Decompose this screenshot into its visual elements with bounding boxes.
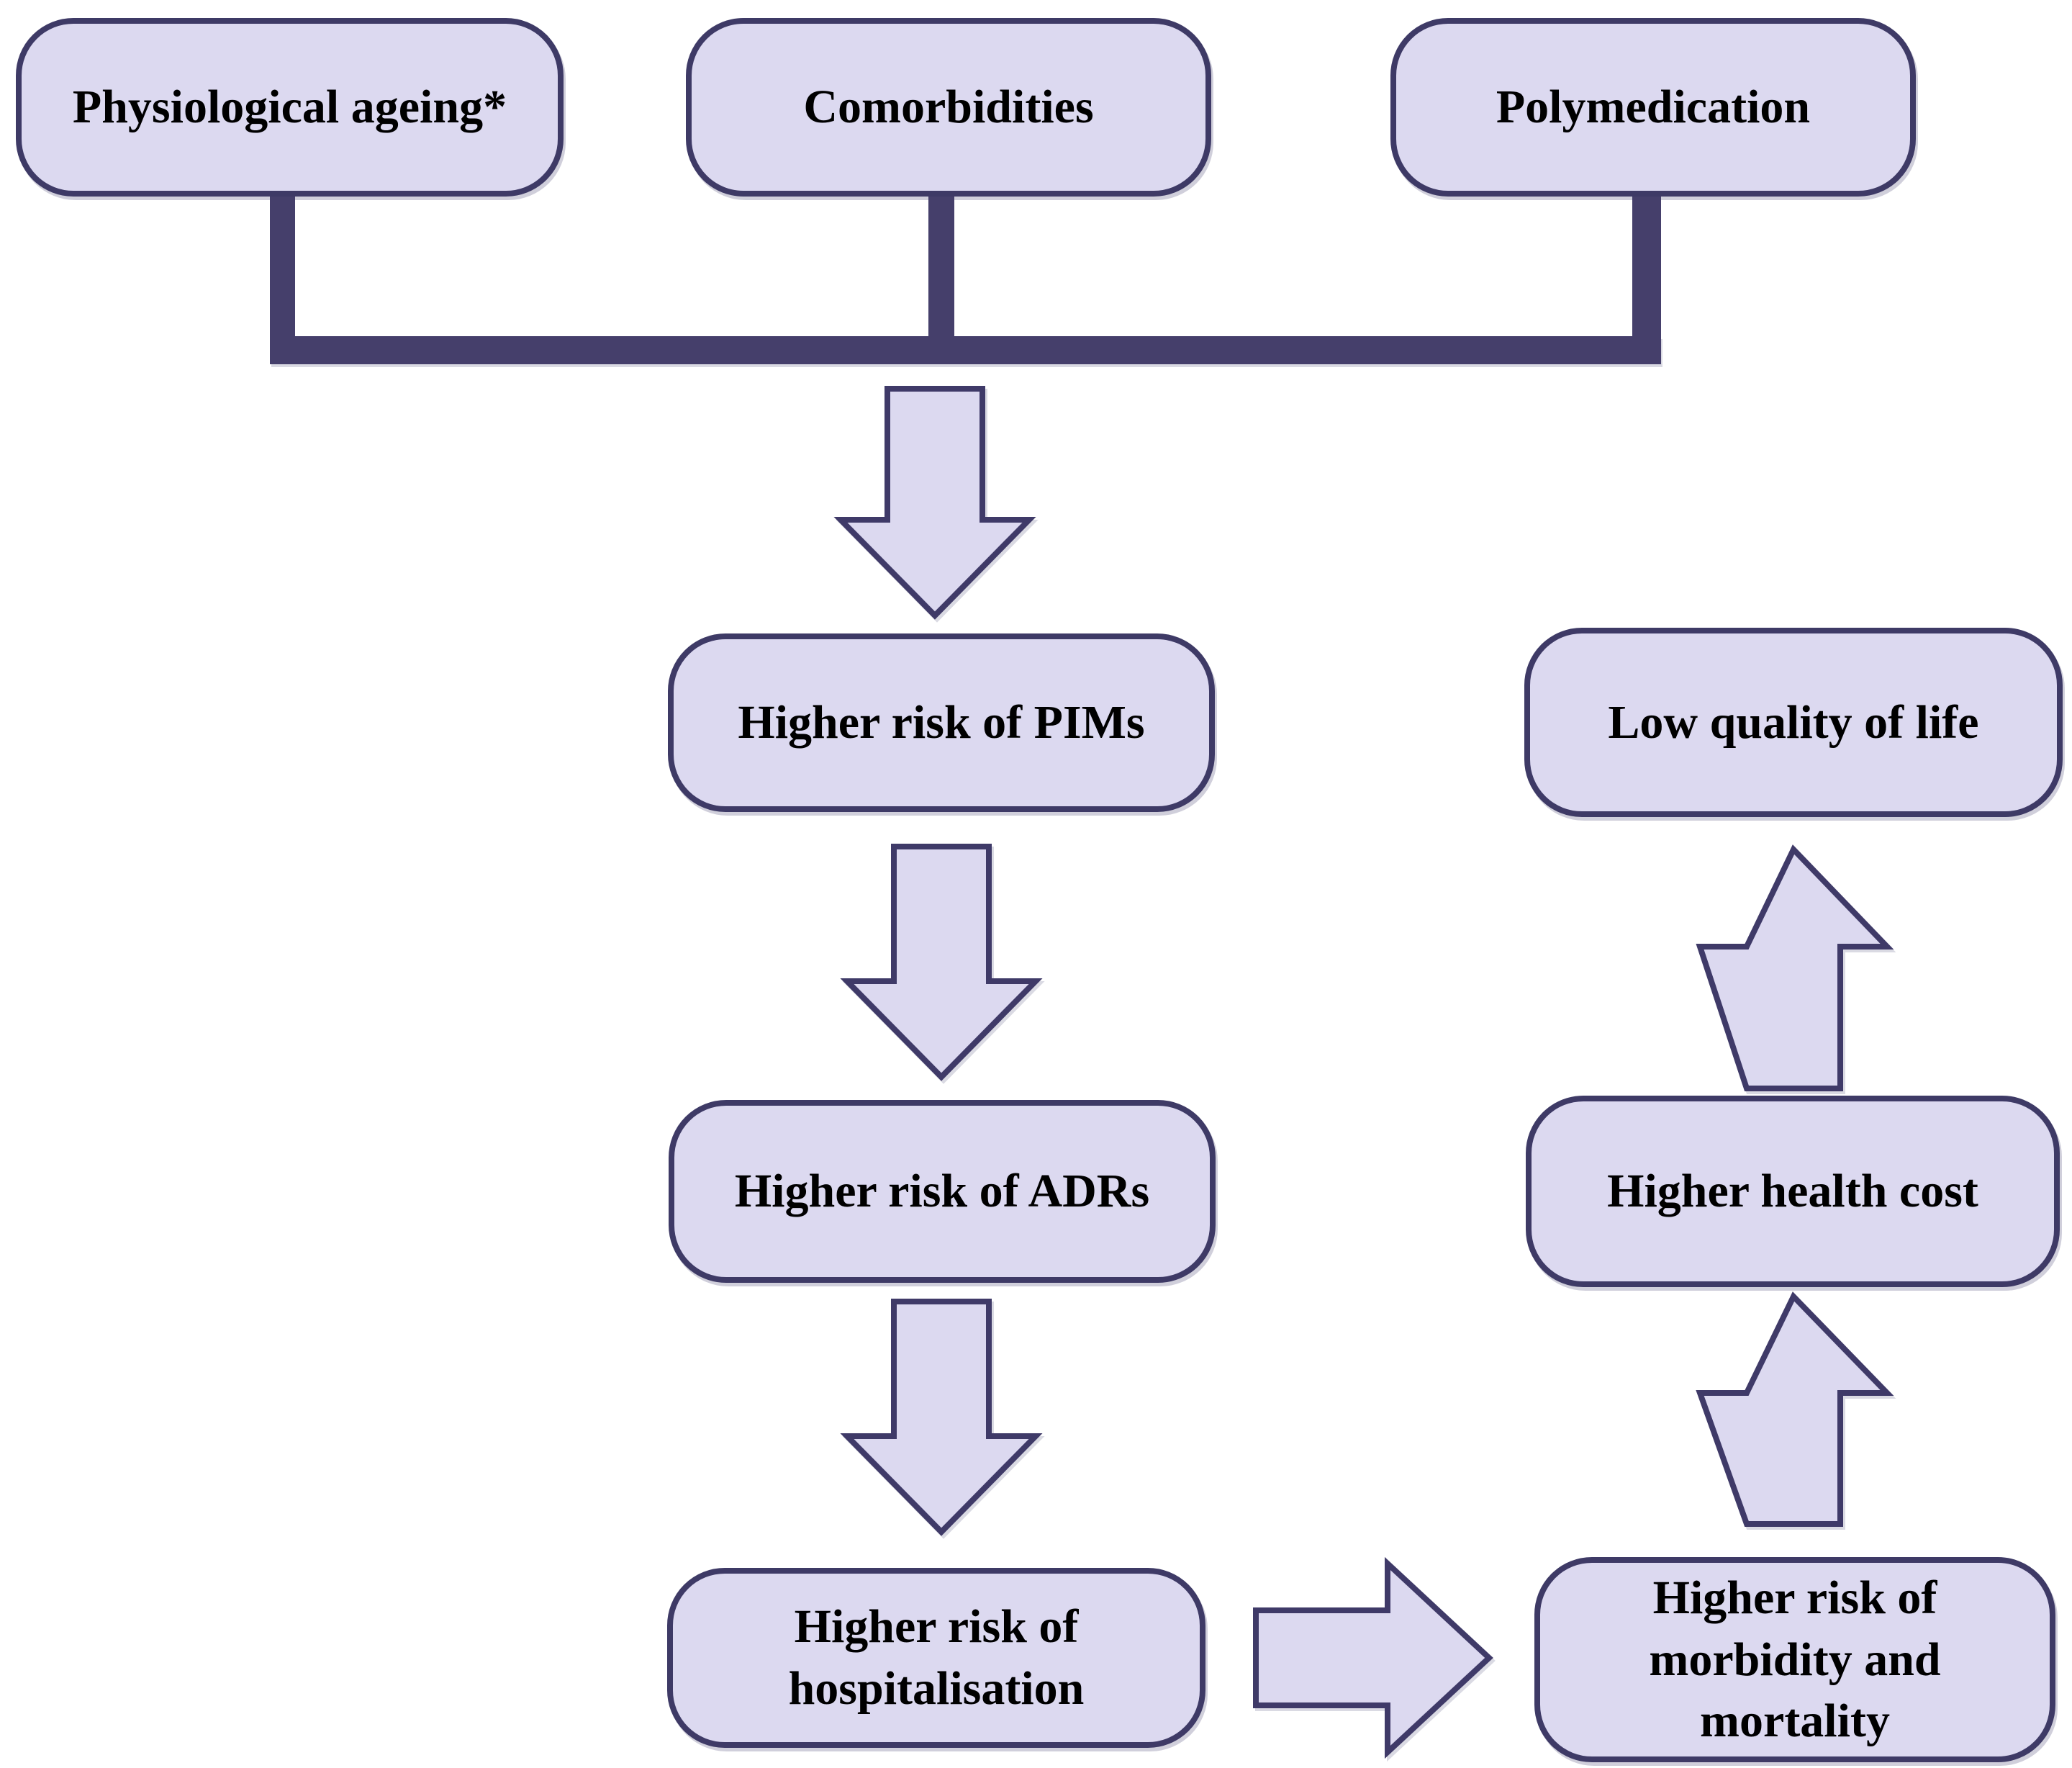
node-comorbidities: Comorbidities (686, 18, 1211, 197)
connector-merge-bar (270, 336, 1661, 364)
node-polymedication: Polymedication (1390, 18, 1916, 197)
node-higher-risk-adrs: Higher risk of ADRs (669, 1100, 1216, 1283)
connector-physiological-ageing-stem (270, 197, 295, 338)
connector-comorbidities-stem (928, 197, 954, 338)
arrow-adrs-to-hospitalisation-down-icon (840, 1299, 1043, 1536)
arrow-hospitalisation-to-morbidity-right-icon (1253, 1556, 1493, 1759)
node-higher-health-cost: Higher health cost (1526, 1096, 2060, 1287)
node-higher-risk-hospitalisation: Higher risk of hospitalisation (667, 1568, 1205, 1748)
arrow-pims-to-adrs-down-icon (840, 844, 1043, 1081)
arrow-health-cost-to-low-quality-up-icon (1696, 844, 1894, 1091)
node-low-quality-of-life: Low quality of life (1524, 628, 2063, 817)
node-higher-risk-pims: Higher risk of PIMs (668, 633, 1215, 812)
node-higher-risk-morbidity-mortality: Higher risk of morbidity and mortality (1534, 1557, 2055, 1762)
arrow-merge-to-pims-down-icon (833, 386, 1036, 620)
node-physiological-ageing: Physiological ageing* (16, 18, 564, 197)
arrow-morbidity-to-health-cost-up-icon (1696, 1291, 1894, 1527)
connector-polymedication-stem (1632, 197, 1661, 338)
